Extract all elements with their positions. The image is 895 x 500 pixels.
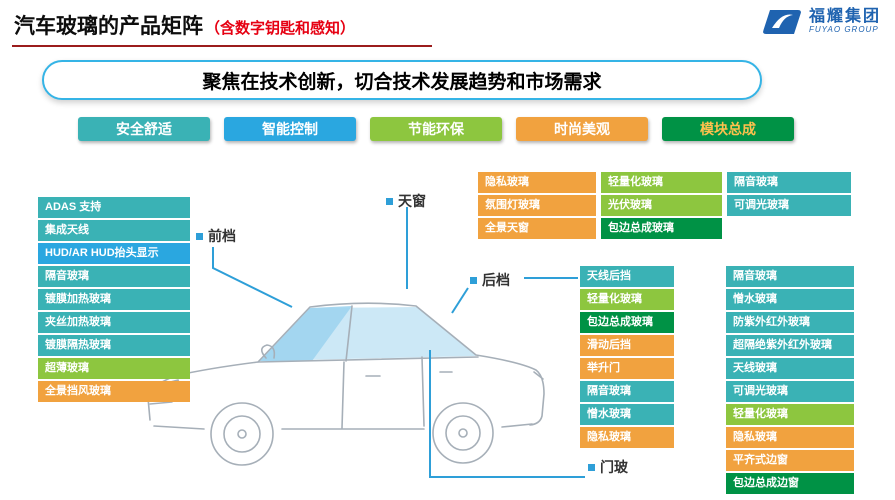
glass-chip: 氛围灯玻璃: [478, 195, 596, 216]
label-sunroof: 天窗: [386, 191, 426, 211]
glass-chip: 全景天窗: [478, 218, 596, 239]
sunroof-column-1: 隐私玻璃 氛围灯玻璃 全景天窗: [478, 172, 596, 239]
title-underline: [12, 45, 432, 47]
title-subtitle: （含数字钥匙和感知）: [205, 20, 356, 37]
banner-slogan: 聚焦在技术创新，切合技术发展趋势和市场需求: [42, 60, 762, 100]
glass-chip: 憎水玻璃: [580, 404, 674, 425]
glass-chip: 隔音玻璃: [727, 172, 851, 193]
fuyao-logo-icon: [763, 10, 801, 34]
category-tab-eco: 节能环保: [370, 117, 502, 141]
glass-chip: 隐私玻璃: [580, 427, 674, 448]
glass-chip: 轻量化玻璃: [726, 404, 854, 425]
logo-text-block: 福耀集团 FUYAO GROUP: [808, 8, 881, 35]
label-front-windshield: 前档: [196, 226, 236, 246]
glass-chip: 镀膜加热玻璃: [38, 289, 190, 310]
square-bullet-icon: [470, 276, 477, 284]
glass-chip: 夹丝加热玻璃: [38, 312, 190, 333]
glass-chip: 天线后挡: [580, 266, 674, 287]
glass-chip: 集成天线: [38, 220, 190, 241]
sunroof-column-2: 轻量化玻璃 光伏玻璃 包边总成玻璃: [601, 172, 722, 239]
glass-chip: 可调光玻璃: [727, 195, 851, 216]
glass-chip: 隔音玻璃: [580, 381, 674, 402]
label-door-glass: 门玻: [588, 457, 628, 477]
glass-chip: 全景挡风玻璃: [38, 381, 190, 402]
glass-chip: 平齐式边窗: [726, 450, 854, 471]
glass-chip: 包边总成边窗: [726, 473, 854, 494]
rear-glass-column: 天线后挡 轻量化玻璃 包边总成玻璃 滑动后挡 举升门 隔音玻璃 憎水玻璃 隐私玻…: [580, 266, 674, 448]
part-label-text: 后档: [482, 272, 510, 288]
glass-chip: 轻量化玻璃: [601, 172, 722, 193]
glass-chip: 光伏玻璃: [601, 195, 722, 216]
part-label-text: 门玻: [600, 459, 628, 475]
title-text: 汽车玻璃的产品矩阵: [14, 15, 203, 38]
logo-name: 福耀集团: [808, 8, 881, 26]
glass-chip: 隔音玻璃: [38, 266, 190, 287]
square-bullet-icon: [196, 232, 203, 240]
car-illustration: [147, 302, 545, 466]
label-rear-windshield: 后档: [470, 270, 510, 290]
category-tab-safety: 安全舒适: [78, 117, 210, 141]
glass-chip: 包边总成玻璃: [601, 218, 722, 239]
part-label-text: 前档: [208, 228, 236, 244]
glass-chip: 包边总成玻璃: [580, 312, 674, 333]
glass-chip: 超薄玻璃: [38, 358, 190, 379]
logo-subtext: FUYAO GROUP: [808, 25, 879, 35]
glass-chip: 憎水玻璃: [726, 289, 854, 310]
category-tab-row: 安全舒适 智能控制 节能环保 时尚美观 模块总成: [78, 117, 794, 141]
square-bullet-icon: [588, 463, 595, 471]
part-label-text: 天窗: [398, 193, 426, 209]
glass-chip: 轻量化玻璃: [580, 289, 674, 310]
square-bullet-icon: [386, 197, 393, 205]
glass-chip: 滑动后挡: [580, 335, 674, 356]
glass-chip: 防紫外红外玻璃: [726, 312, 854, 333]
glass-chip: 超隔绝紫外红外玻璃: [726, 335, 854, 356]
glass-chip: 天线玻璃: [726, 358, 854, 379]
sunroof-column-3: 隔音玻璃 可调光玻璃: [727, 172, 851, 216]
glass-chip: 隐私玻璃: [726, 427, 854, 448]
glass-chip: 隐私玻璃: [478, 172, 596, 193]
glass-chip: ADAS 支持: [38, 197, 190, 218]
glass-chip: HUD/AR HUD抬头显示: [38, 243, 190, 264]
category-tab-module: 模块总成: [662, 117, 794, 141]
fuyao-logo: 福耀集团 FUYAO GROUP: [762, 8, 881, 36]
category-tab-smart-control: 智能控制: [224, 117, 356, 141]
front-glass-column: ADAS 支持 集成天线 HUD/AR HUD抬头显示 隔音玻璃 镀膜加热玻璃 …: [38, 197, 190, 402]
page-title: 汽车玻璃的产品矩阵（含数字钥匙和感知）: [14, 10, 355, 40]
glass-chip: 举升门: [580, 358, 674, 379]
category-tab-style: 时尚美观: [516, 117, 648, 141]
door-glass-column: 隔音玻璃 憎水玻璃 防紫外红外玻璃 超隔绝紫外红外玻璃 天线玻璃 可调光玻璃 轻…: [726, 266, 854, 494]
glass-chip: 可调光玻璃: [726, 381, 854, 402]
glass-chip: 镀膜隔热玻璃: [38, 335, 190, 356]
glass-chip: 隔音玻璃: [726, 266, 854, 287]
